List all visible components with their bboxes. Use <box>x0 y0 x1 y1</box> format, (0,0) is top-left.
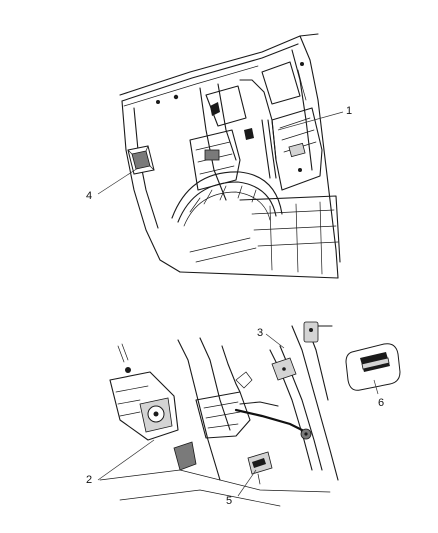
seat-belt-retractor-icon <box>109 343 197 471</box>
callout-4: 4 <box>86 190 92 202</box>
callout-2: 2 <box>86 474 92 486</box>
leader-lines <box>97 111 379 497</box>
leader-4 <box>97 167 139 195</box>
leader-5 <box>237 469 257 497</box>
callout-6: 6 <box>378 397 384 409</box>
callout-3: 3 <box>257 327 263 339</box>
belt-guide-bezel-icon <box>345 343 401 391</box>
seat-belt-webbing-icon <box>269 345 323 471</box>
trim-bezel-icon <box>127 145 155 175</box>
callout-labels: 1 2 3 4 5 6 <box>86 105 384 507</box>
quarter-trim-panel-icon <box>271 107 323 191</box>
leader-2 <box>97 439 155 481</box>
seat-belt-assembly-view <box>99 321 401 507</box>
leader-3 <box>265 333 285 349</box>
buckle-anchor-icon <box>247 451 273 485</box>
leader-6 <box>373 379 379 395</box>
vehicle-interior-view <box>119 33 341 279</box>
leader-1 <box>277 111 344 131</box>
callout-1: 1 <box>346 105 352 117</box>
callout-5: 5 <box>226 495 232 507</box>
